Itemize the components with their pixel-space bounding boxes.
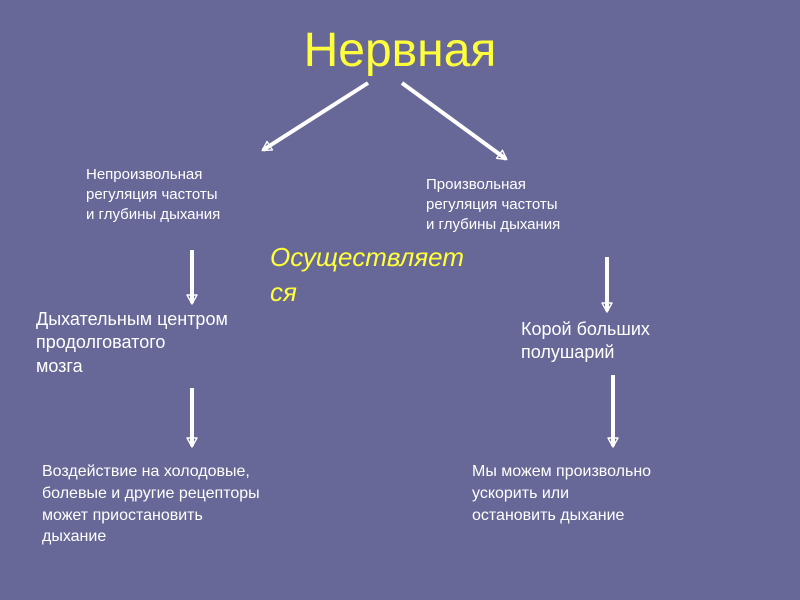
node-involuntary-regulation: Непроизвольная регуляция частоты и глуби… (86, 166, 221, 223)
node-cerebral-cortex: Корой больших полушарий (521, 319, 650, 363)
node-receptor-effect: Воздействие на холодовые, болевые и друг… (42, 463, 260, 546)
node-voluntary-effect: Мы можем произвольно ускорить или остано… (472, 463, 652, 524)
label-performed-by: Осуществляет ся (270, 242, 464, 307)
arrow-title-to-involuntary (261, 81, 370, 152)
arrow-title-to-voluntary (400, 81, 508, 161)
node-voluntary-regulation: Произвольная регуляция частоты и глубины… (426, 176, 561, 233)
diagram-title: Нервная (303, 24, 497, 77)
node-respiratory-center: Дыхательным центром продолговатого мозга (36, 309, 228, 376)
